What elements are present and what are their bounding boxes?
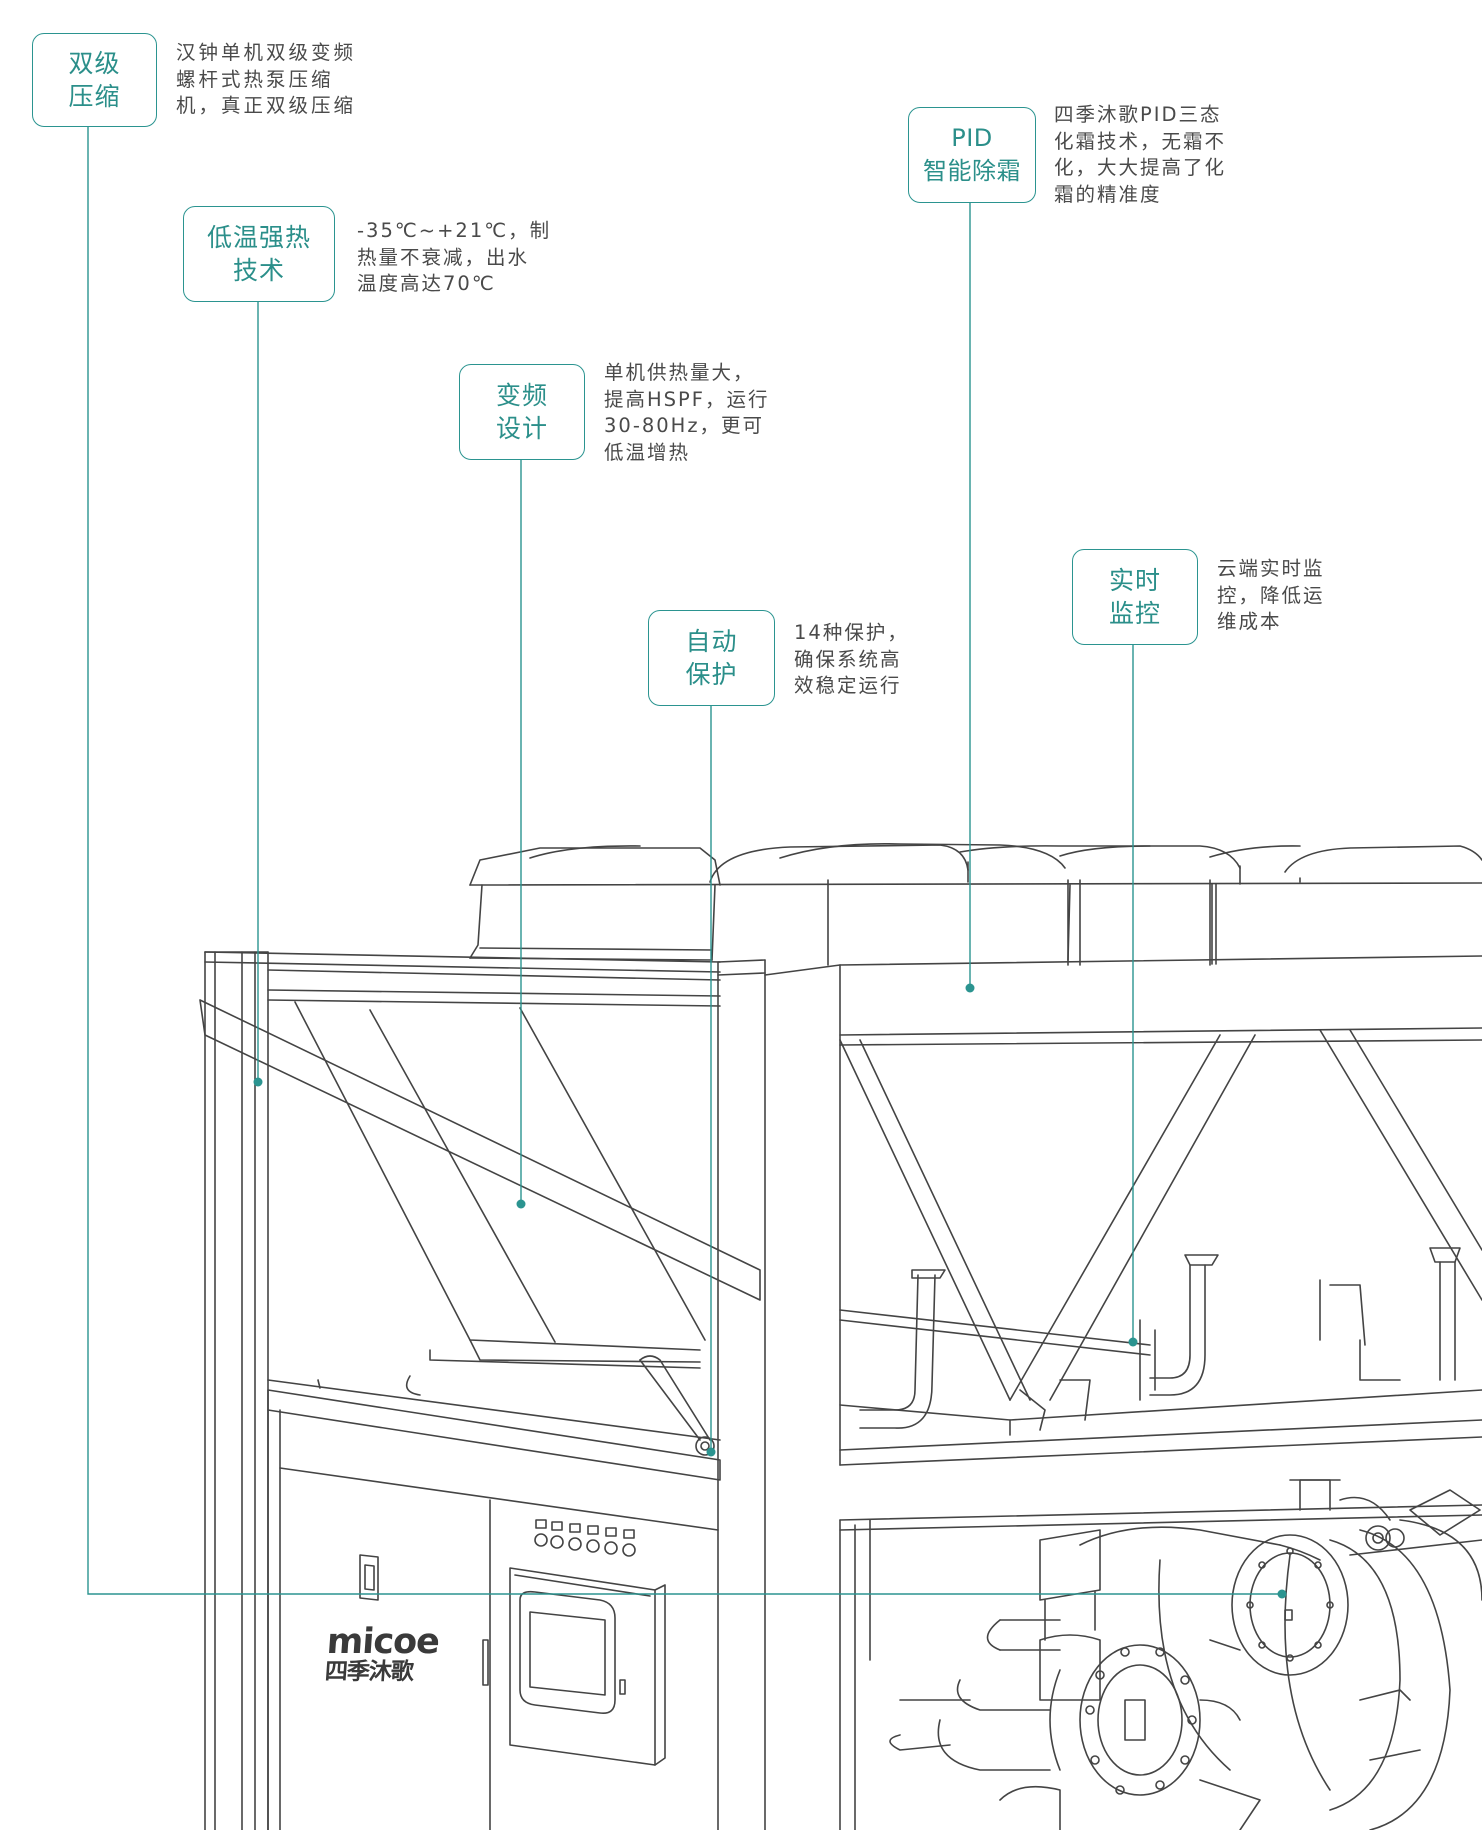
callout-desc-real-time-monitoring: 云端实时监 控，降低运 维成本 — [1217, 556, 1325, 636]
tag-line: 压缩 — [68, 82, 121, 111]
callout-tag-low-temp-heating: 低温强热 技术 — [183, 206, 335, 302]
callout-tag-real-time-monitoring: 实时 监控 — [1072, 549, 1198, 645]
tag-line: 保护 — [685, 660, 738, 689]
callout-desc-pid-defrost: 四季沐歌PID三态 化霜技术，无霜不 化，大大提高了化 霜的精准度 — [1054, 102, 1226, 208]
tag-line: 双级 — [68, 49, 121, 78]
desc-line: 化霜技术，无霜不 — [1054, 129, 1227, 153]
desc-line: 四季沐歌PID三态 — [1054, 103, 1222, 126]
tag-line: 智能除霜 — [923, 157, 1021, 185]
desc-line: 提高HSPF，运行 — [604, 387, 770, 411]
tag-line: 变频 — [495, 381, 548, 410]
tag-line: 自动 — [685, 627, 738, 656]
desc-line: 化，大大提高了化 — [1054, 156, 1227, 179]
tag-line: 实时 — [1108, 566, 1161, 595]
desc-line: 单机供热量大， — [604, 361, 755, 384]
callout-tag-pid-defrost: PID 智能除霜 — [908, 107, 1036, 203]
desc-line: 确保系统高 — [794, 647, 902, 671]
desc-line: 云端实时监 — [1217, 557, 1325, 580]
callout-tag-auto-protection: 自动 保护 — [648, 610, 775, 706]
desc-line: 螺杆式热泵压缩 — [176, 67, 334, 91]
desc-line: 14种保护， — [794, 621, 909, 644]
desc-line: 控，降低运 — [1217, 583, 1325, 607]
desc-line: 热量不衰减，出水 — [357, 245, 530, 269]
desc-line: 汉钟单机双级变频 — [176, 41, 357, 64]
callout-desc-low-temp-heating: -35℃~+21℃，制 热量不衰减，出水 温度高达70℃ — [357, 218, 551, 298]
desc-line: 30-80Hz，更可 — [604, 414, 765, 437]
callout-desc-variable-frequency: 单机供热量大， 提高HSPF，运行 30-80Hz，更可 低温增热 — [604, 360, 770, 466]
brand-logo-cn: 四季沐歌 — [323, 1659, 414, 1685]
desc-line: 温度高达70℃ — [357, 272, 496, 295]
tag-line: 设计 — [495, 414, 548, 443]
desc-line: 低温增热 — [604, 440, 691, 464]
brand-logo: micoe 四季沐歌 — [323, 1622, 441, 1685]
tag-line: 监控 — [1108, 599, 1161, 628]
brand-logo-en: micoe — [325, 1622, 441, 1662]
tag-line: 低温强热 — [206, 223, 311, 252]
desc-line: 效稳定运行 — [794, 674, 902, 697]
callout-tag-two-stage-compression: 双级 压缩 — [32, 33, 157, 127]
callout-tag-variable-frequency: 变频 设计 — [459, 364, 585, 460]
tag-line: 技术 — [232, 256, 285, 285]
tag-line: PID — [951, 124, 993, 152]
callout-desc-auto-protection: 14种保护， 确保系统高 效稳定运行 — [794, 620, 909, 700]
desc-line: 维成本 — [1217, 610, 1282, 633]
desc-line: -35℃~+21℃，制 — [357, 219, 552, 242]
desc-line: 机，真正双级压缩 — [176, 94, 357, 117]
desc-line: 霜的精准度 — [1054, 182, 1162, 206]
callout-desc-two-stage-compression: 汉钟单机双级变频 螺杆式热泵压缩 机，真正双级压缩 — [176, 40, 356, 120]
